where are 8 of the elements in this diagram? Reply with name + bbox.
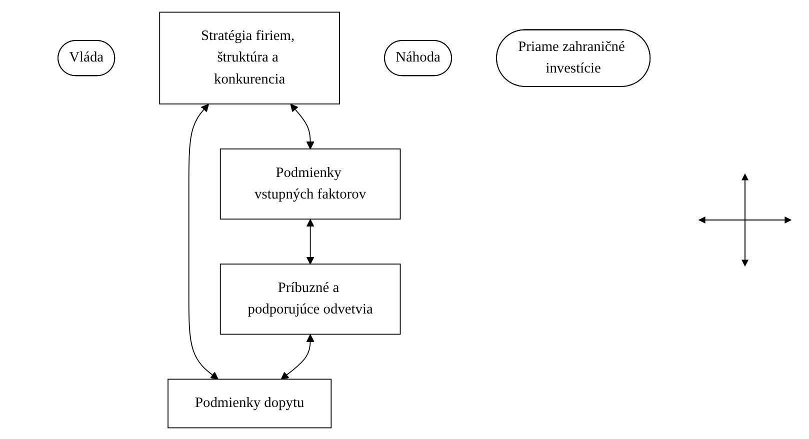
node-box: Stratégia firiem, štruktúra a konkurencia <box>160 11 340 104</box>
node-box: Podmienky vstupných faktorov <box>220 148 402 220</box>
arrow <box>306 218 315 264</box>
node-box: Príbuzné a podporujúce odvetvia <box>220 263 402 334</box>
arrow <box>290 103 315 149</box>
arrow <box>281 334 315 380</box>
node-box: Podmienky dopytu <box>168 378 332 428</box>
arrow <box>188 103 219 380</box>
